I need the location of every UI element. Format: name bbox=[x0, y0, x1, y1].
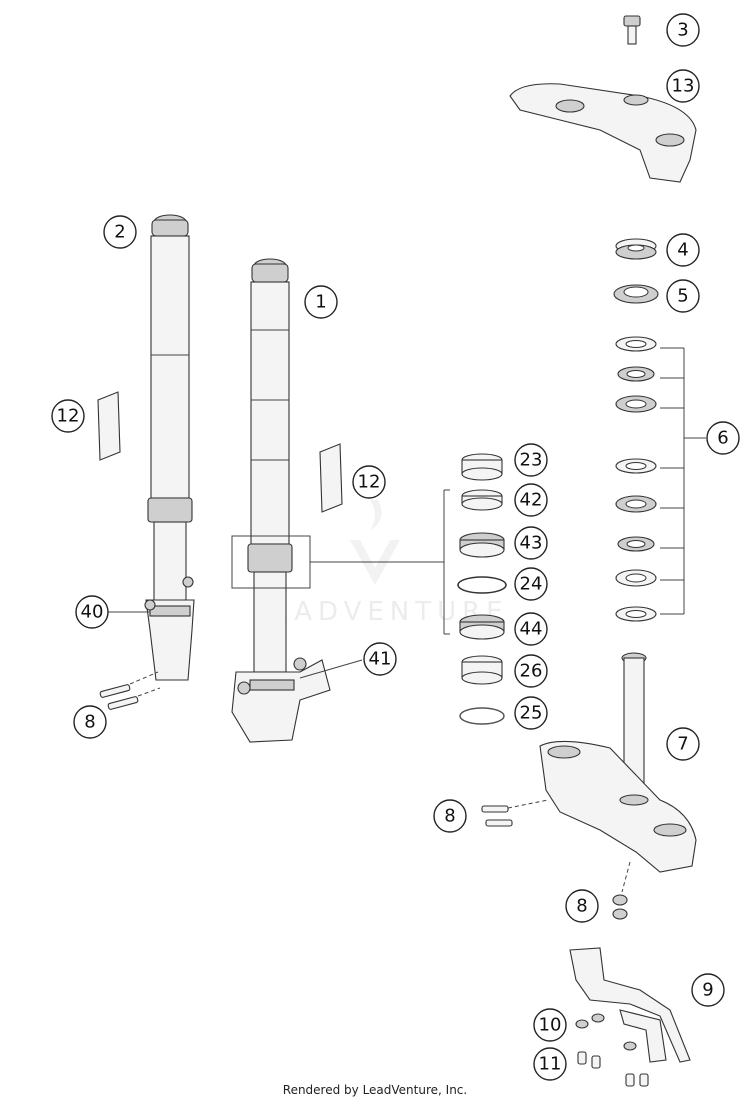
svg-text:1: 1 bbox=[315, 292, 326, 313]
svg-text:42: 42 bbox=[520, 490, 543, 511]
callout-10: 10 bbox=[533, 1008, 567, 1042]
callout-1: 1 bbox=[304, 285, 338, 319]
callout-44: 44 bbox=[514, 612, 548, 646]
axle-clamp-bolts-left bbox=[99, 671, 161, 710]
svg-text:24: 24 bbox=[520, 574, 543, 595]
svg-text:10: 10 bbox=[539, 1015, 562, 1036]
svg-text:23: 23 bbox=[520, 450, 543, 471]
callout-8-left: 8 bbox=[73, 705, 107, 739]
svg-text:8: 8 bbox=[576, 896, 587, 917]
svg-text:4: 4 bbox=[677, 240, 688, 261]
svg-text:13: 13 bbox=[672, 76, 695, 97]
fork-label-strip-right bbox=[319, 443, 343, 513]
callout-41: 41 bbox=[363, 642, 397, 676]
svg-text:7: 7 bbox=[677, 734, 688, 755]
svg-text:9: 9 bbox=[702, 980, 713, 1001]
callout-26: 26 bbox=[514, 654, 548, 688]
svg-text:12: 12 bbox=[358, 472, 381, 493]
fork-label-strip-left bbox=[97, 391, 121, 461]
upper-triple-clamp bbox=[509, 83, 697, 183]
svg-text:8: 8 bbox=[84, 712, 95, 733]
callout-5: 5 bbox=[666, 279, 700, 313]
svg-text:2: 2 bbox=[114, 222, 125, 243]
steering-nut bbox=[615, 238, 657, 260]
brake-line-bracket bbox=[569, 947, 691, 1063]
callout-2: 2 bbox=[103, 215, 137, 249]
footer-credit: Rendered by LeadVenture, Inc. bbox=[282, 1083, 468, 1097]
callout-3: 3 bbox=[666, 13, 700, 47]
callout-43: 43 bbox=[514, 526, 548, 560]
bearing-upper bbox=[613, 284, 659, 304]
seal-stack bbox=[457, 453, 507, 725]
callout-12-left: 12 bbox=[51, 399, 85, 433]
bracket-nuts bbox=[575, 1013, 637, 1051]
bracket-screws bbox=[577, 1051, 649, 1087]
callout-4: 4 bbox=[666, 233, 700, 267]
bearing-bracket-leader bbox=[660, 347, 706, 615]
callout-42: 42 bbox=[514, 483, 548, 517]
callout-11: 11 bbox=[533, 1047, 567, 1081]
callout-8-right: 8 bbox=[565, 889, 599, 923]
fork-leg-left bbox=[144, 214, 195, 681]
callout-6: 6 bbox=[706, 421, 740, 455]
callout-23: 23 bbox=[514, 443, 548, 477]
callout-13: 13 bbox=[666, 69, 700, 103]
callout-24: 24 bbox=[514, 567, 548, 601]
svg-text:43: 43 bbox=[520, 533, 543, 554]
watermark-logo bbox=[350, 500, 400, 585]
svg-text:3: 3 bbox=[677, 20, 688, 41]
lower-clamp-nuts bbox=[612, 861, 631, 920]
callout-7: 7 bbox=[666, 727, 700, 761]
bearing-kit bbox=[615, 336, 657, 622]
callout-12-right: 12 bbox=[352, 465, 386, 499]
svg-text:6: 6 bbox=[717, 428, 728, 449]
lower-clamp-bolts bbox=[481, 799, 549, 827]
svg-text:11: 11 bbox=[539, 1054, 562, 1075]
top-clamp-bolt bbox=[623, 15, 641, 45]
callout-9: 9 bbox=[691, 973, 725, 1007]
svg-text:26: 26 bbox=[520, 661, 543, 682]
svg-text:12: 12 bbox=[57, 406, 80, 427]
callout-25: 25 bbox=[514, 696, 548, 730]
fork-leg-right bbox=[231, 258, 331, 743]
lower-triple-clamp bbox=[539, 652, 697, 873]
svg-text:25: 25 bbox=[520, 703, 543, 724]
svg-text:5: 5 bbox=[677, 286, 688, 307]
callout-8-center: 8 bbox=[433, 799, 467, 833]
svg-text:41: 41 bbox=[369, 649, 392, 670]
svg-text:40: 40 bbox=[81, 602, 104, 623]
callout-40: 40 bbox=[75, 595, 109, 629]
svg-text:44: 44 bbox=[520, 619, 543, 640]
svg-text:8: 8 bbox=[444, 806, 455, 827]
